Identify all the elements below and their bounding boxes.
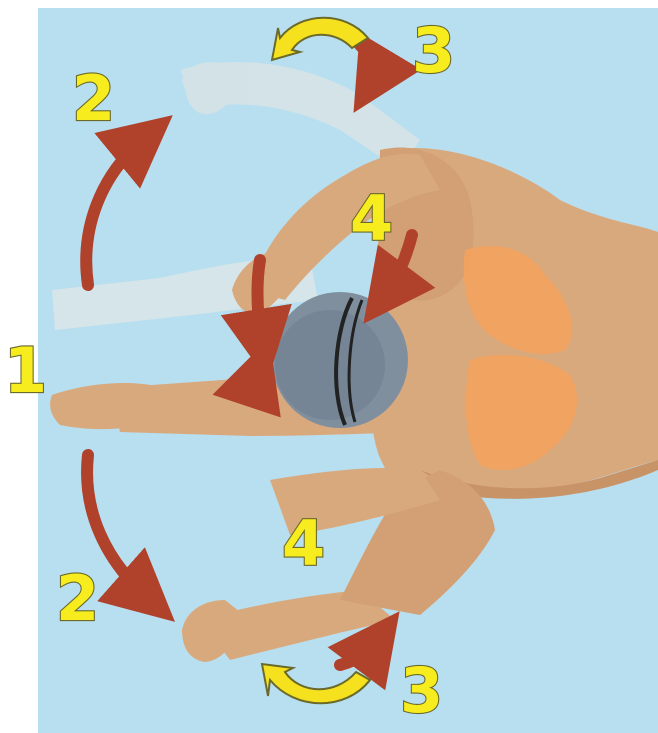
label-3-upper: 3 <box>412 14 455 87</box>
label-2-lower: 2 <box>56 562 99 635</box>
label-4-lower: 4 <box>282 507 325 580</box>
label-3-lower: 3 <box>400 654 443 727</box>
arrow-lower-push <box>257 372 262 400</box>
head <box>272 292 408 428</box>
swim-cap-shade <box>275 310 385 420</box>
label-2-upper: 2 <box>72 62 115 135</box>
label-1: 1 <box>4 334 47 407</box>
arrow-upper-pull <box>257 260 262 345</box>
label-4-upper: 4 <box>350 182 393 255</box>
